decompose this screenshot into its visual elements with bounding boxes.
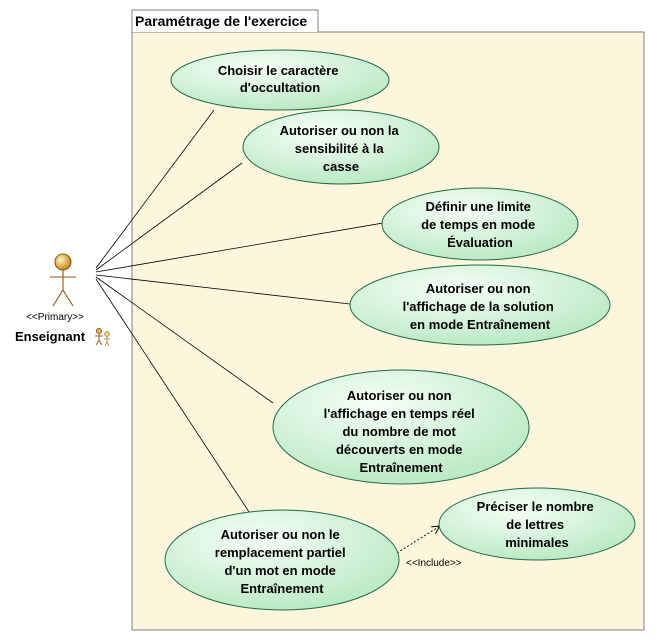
use-case-affichage-solution[interactable]: Autoriser ou non l'affichage de la solut… bbox=[349, 264, 611, 346]
include-relation: <<Include>> bbox=[396, 526, 462, 569]
actor-enseignant[interactable]: <<Primary>> Enseignant bbox=[15, 253, 110, 347]
svg-text:Autoriser ou non l'affic: Autoriser ou non l'affichage en temps ré… bbox=[324, 388, 479, 475]
uc-label-line: minimales bbox=[505, 535, 569, 550]
system-title: Paramétrage de l'exercice bbox=[135, 13, 307, 29]
uc-label-line: d'occultation bbox=[240, 80, 320, 95]
uc-label-line: l'affichage de la solution bbox=[403, 299, 554, 314]
use-case-affichage-temps-reel[interactable]: Autoriser ou non l'affichage en temps ré… bbox=[272, 369, 530, 485]
actor-stereotype: <<Primary>> bbox=[26, 312, 84, 323]
uc-label-line: Entraînement bbox=[240, 581, 324, 596]
uc-label-line: Entraînement bbox=[359, 460, 443, 475]
svg-text:Autoriser ou non le remp: Autoriser ou non le remplacement partiel… bbox=[215, 527, 349, 596]
uc-label-line: Autoriser ou non bbox=[347, 388, 452, 403]
uc-label-line: découverts en mode bbox=[336, 442, 462, 457]
uc-label-line: Définir une limite bbox=[425, 199, 530, 214]
association-uc6 bbox=[95, 278, 254, 519]
uc-label-line: sensibilité à la bbox=[295, 141, 385, 156]
use-case-sensibilite-casse[interactable]: Autoriser ou non la sensibilité à la cas… bbox=[242, 109, 440, 185]
uc-label-line: Autoriser ou non la bbox=[280, 123, 400, 138]
use-case-remplacement-partiel[interactable]: Autoriser ou non le remplacement partiel… bbox=[164, 509, 400, 611]
association-uc3 bbox=[95, 222, 384, 273]
uc-label-line: d'un mot en mode bbox=[224, 563, 335, 578]
actor-name: Enseignant bbox=[15, 329, 86, 344]
uc-label-line: remplacement partiel bbox=[215, 545, 346, 560]
use-case-limite-temps[interactable]: Définir une limite de temps en mode Éval… bbox=[381, 187, 579, 261]
association-uc2 bbox=[95, 162, 243, 271]
association-lines bbox=[95, 109, 384, 519]
svg-text:Définir une limite de te: Définir une limite de temps en mode Éval… bbox=[421, 199, 539, 250]
uc-label-line: l'affichage en temps réel bbox=[324, 406, 475, 421]
uc-label-line: en mode Entraînement bbox=[410, 317, 551, 332]
svg-text:Autoriser ou non l'affic: Autoriser ou non l'affichage de la solut… bbox=[403, 281, 558, 332]
association-uc1 bbox=[95, 109, 215, 269]
use-case-choisir-caractere[interactable]: Choisir le caractère d'occultation bbox=[170, 49, 390, 111]
uc-label-line: Autoriser ou non bbox=[426, 281, 531, 296]
svg-text:Choisir le caractère d'o: Choisir le caractère d'occultation bbox=[218, 63, 342, 95]
uc-label-line: de lettres bbox=[506, 517, 564, 532]
uc-label-line: de temps en mode bbox=[421, 217, 535, 232]
uc-label-line: Choisir le caractère bbox=[218, 63, 339, 78]
use-case-nombre-lettres[interactable]: Préciser le nombre de lettres minimales bbox=[438, 487, 636, 561]
svg-text:Autoriser ou non la sens: Autoriser ou non la sensibilité à la cas… bbox=[280, 123, 403, 174]
uc-label-line: Préciser le nombre bbox=[477, 499, 594, 514]
uc-label-line: Autoriser ou non le bbox=[221, 527, 340, 542]
uc-label-line: casse bbox=[323, 159, 359, 174]
actor-type-icon bbox=[95, 327, 110, 347]
uc-label-line: du nombre de mot bbox=[342, 424, 456, 439]
association-uc5 bbox=[95, 276, 274, 404]
uc-label-line: Évaluation bbox=[447, 235, 513, 250]
svg-text:Préciser le nombre de le: Préciser le nombre de lettres minimales bbox=[477, 499, 598, 550]
association-uc4 bbox=[95, 274, 351, 305]
actor-figure-icon bbox=[50, 253, 76, 307]
include-label: <<Include>> bbox=[406, 558, 462, 569]
include-arrow bbox=[396, 526, 440, 554]
